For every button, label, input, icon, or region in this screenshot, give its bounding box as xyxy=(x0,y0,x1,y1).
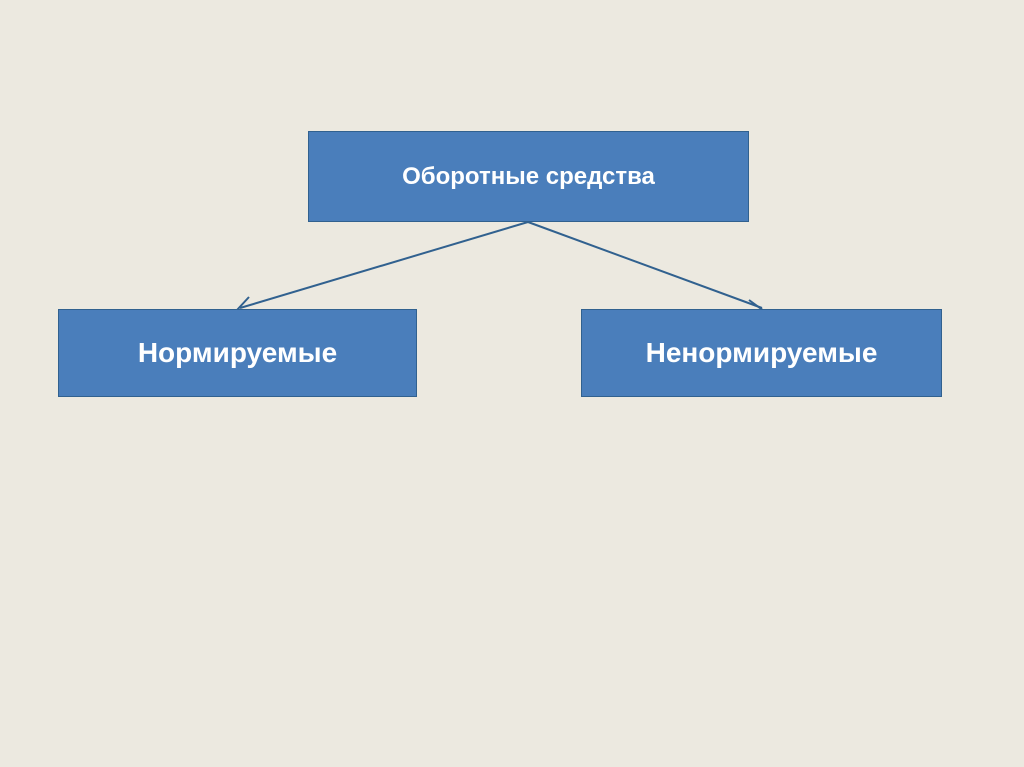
node-left-label: Нормируемые xyxy=(137,336,338,368)
connector-root-to-left xyxy=(239,221,529,309)
node-normiruemye[interactable]: Нормируемые xyxy=(58,309,417,397)
connector-root-to-right xyxy=(527,221,763,309)
node-right-label: Ненормируемые xyxy=(645,336,878,368)
node-oborotnye-sredstva[interactable]: Оборотные средства xyxy=(308,131,749,222)
node-root-label: Оборотные средства xyxy=(402,162,655,190)
node-nenormiruemye[interactable]: Ненормируемые xyxy=(581,309,942,397)
